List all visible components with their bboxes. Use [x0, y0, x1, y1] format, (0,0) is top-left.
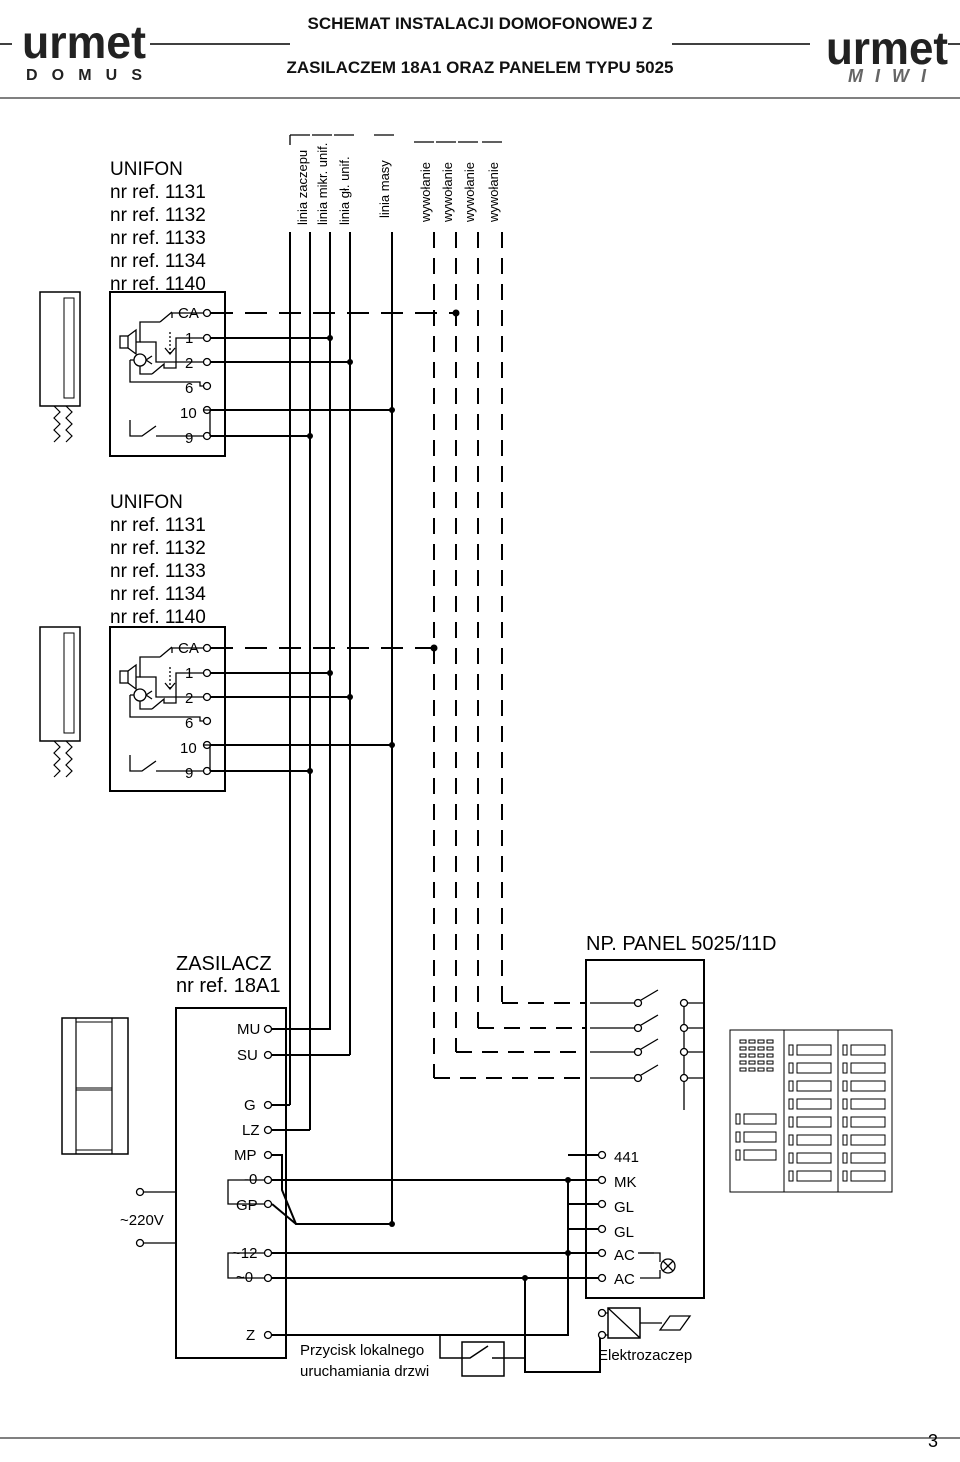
handset-1-ref-1: nr ref. 1131 [110, 182, 206, 203]
power-supply-title: ZASILACZ [176, 953, 272, 975]
handset-2-terminal-6: 6 [185, 715, 193, 732]
urmet-miwi-logo: urmet MIWI [826, 22, 948, 86]
panel-title: NP. PANEL 5025/11D [586, 933, 777, 955]
bus-label-call-3: wywołanie [462, 162, 477, 223]
power-supply: ZASILACZ nr ref. 18A1 MU SU G LZ MP -0 G… [61, 232, 600, 1359]
handset-1-terminal-6: 6 [185, 380, 193, 397]
header-title-line2: ZASILACZEM 18A1 ORAZ PANELEM TYPU 5025 [286, 58, 674, 77]
mains-label: ~220V [120, 1212, 164, 1229]
handset-1-terminal-10: 10 [180, 405, 197, 422]
handset-1-ref-2: nr ref. 1132 [110, 205, 206, 226]
bus-label-masa: linia masy [377, 160, 392, 218]
ps-terminal-SU: SU [237, 1047, 258, 1064]
ps-terminal-LZ: LZ [242, 1122, 260, 1139]
logo-right-text: urmet [826, 22, 948, 74]
ps-terminal-Z: Z [246, 1327, 255, 1344]
panel-terminal-AC2: AC [614, 1271, 635, 1288]
ps-terminal-MP: MP [234, 1147, 257, 1164]
panel-terminal-441: 441 [614, 1149, 639, 1166]
power-supply-ref: nr ref. 18A1 [176, 975, 281, 997]
handset-2-ref-1: nr ref. 1131 [110, 515, 206, 536]
urmet-domus-logo: urmet DOMUS [22, 16, 146, 84]
handset-1-ref-3: nr ref. 1133 [110, 228, 206, 249]
handset-2-ref-4: nr ref. 1134 [110, 584, 206, 605]
bus-label-mikr: linia mikr. unif. [315, 143, 330, 225]
logo-left-text: urmet [22, 16, 146, 68]
lock-button-label-1: Przycisk lokalnego [300, 1342, 424, 1359]
panel-terminal-GL1: GL [614, 1199, 634, 1216]
ps-terminal-MU: MU [237, 1021, 260, 1038]
logo-left-sub: DOMUS [26, 67, 142, 84]
door-panel: NP. PANEL 5025/11D 441 MK GL GL [434, 933, 777, 1373]
handset-1-ref-5: nr ref. 1140 [110, 274, 206, 295]
handset-1-title: UNIFON [110, 159, 183, 180]
ps-terminal-G: G [244, 1097, 256, 1114]
panel-terminal-GL2: GL [614, 1224, 634, 1241]
handset-2-ref-3: nr ref. 1133 [110, 561, 206, 582]
handset-1: UNIFON nr ref. 1131 nr ref. 1132 nr ref.… [39, 159, 460, 457]
transformer-icon [61, 1017, 129, 1155]
handset-2-ref-2: nr ref. 1132 [110, 538, 206, 559]
bus-label-call-1: wywołanie [418, 162, 433, 223]
panel-terminal-AC1: AC [614, 1247, 635, 1264]
bus-label-gl: linia gł. unif. [337, 156, 352, 225]
door-lock-label: Elektrozaczep [598, 1347, 692, 1364]
handset-1-phone-icon [39, 291, 81, 443]
handset-2-terminal-2: 2 [185, 690, 193, 707]
bus-label-zaczep: linia zaczepu [295, 150, 310, 225]
handset-2-terminal-9: 9 [185, 765, 193, 782]
handset-2-terminal-10: 10 [180, 740, 197, 757]
bus-label-call-4: wywołanie [486, 162, 501, 223]
ps-terminal-GP: GP [236, 1197, 258, 1214]
handset-1-terminal-9: 9 [185, 430, 193, 447]
door-lock: Elektrozaczep [597, 1307, 692, 1364]
lock-release-button: Przycisk lokalnego uruchamiania drzwi [300, 1335, 525, 1380]
header-title-line1: SCHEMAT INSTALACJI DOMOFONOWEJ Z [307, 14, 653, 33]
handset-1-terminal-2: 2 [185, 355, 193, 372]
handset-2: UNIFON nr ref. 1131 nr ref. 1132 nr ref.… [39, 492, 438, 792]
handset-2-ref-5: nr ref. 1140 [110, 607, 206, 628]
handset-2-title: UNIFON [110, 492, 183, 513]
page-number: 3 [927, 1431, 938, 1451]
bus-label-call-2: wywołanie [440, 162, 455, 223]
handset-1-ref-4: nr ref. 1134 [110, 251, 206, 272]
lock-button-label-2: uruchamiania drzwi [300, 1363, 429, 1380]
handset-2-phone-icon [39, 626, 81, 778]
lamp-icon [638, 1252, 676, 1279]
panel-terminal-MK: MK [614, 1174, 637, 1191]
panel-front-view [729, 1029, 893, 1193]
